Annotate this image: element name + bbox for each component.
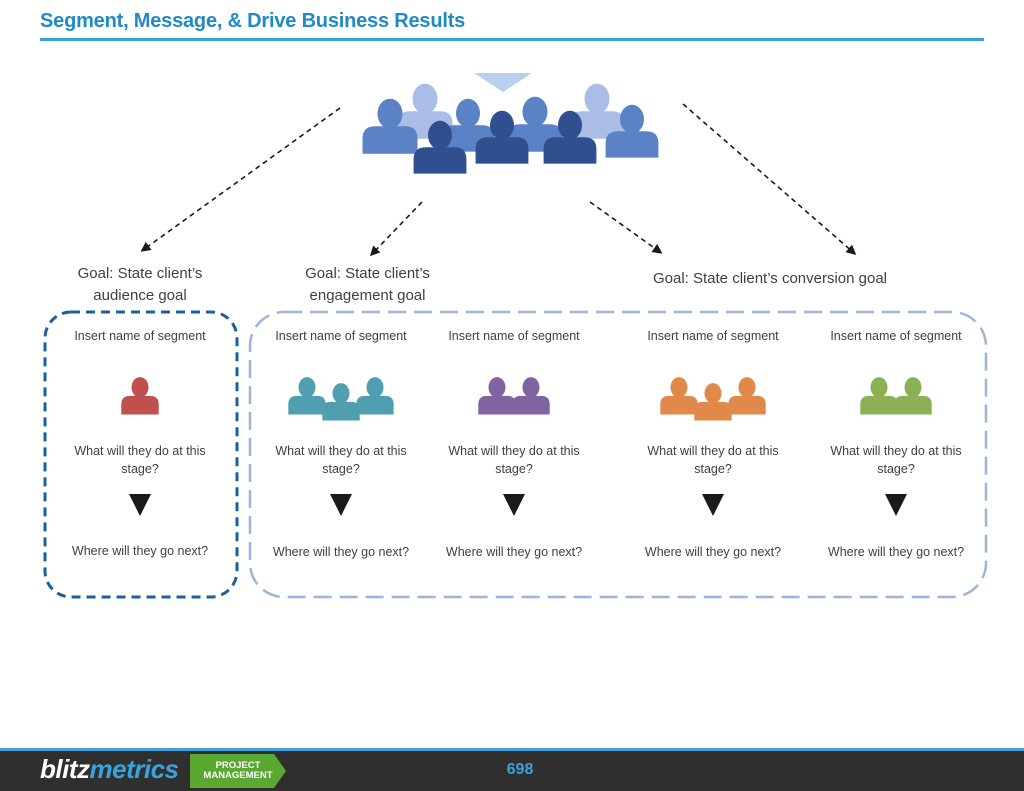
speech-bubble-icon (474, 73, 532, 92)
segment-question-3: What will they do at this stage? (448, 444, 580, 476)
segment-question-2: What will they do at this stage? (275, 444, 407, 476)
audience-crowd-icon (362, 73, 659, 174)
segment-4-down-triangle-icon (702, 494, 724, 516)
goal-audience: Goal: State client’s audience goal (77, 265, 203, 304)
segment-3-down-triangle-icon (503, 494, 525, 516)
segment-3-person-icon-2 (512, 377, 550, 415)
brand-text-part1: blitz (40, 754, 90, 784)
segment-5-down-triangle-icon (885, 494, 907, 516)
segment-4-person-icon-1 (660, 377, 698, 415)
segment-question-5: What will they do at this stage? (830, 444, 962, 476)
badge-label: PROJECT MANAGEMENT (200, 761, 276, 781)
segment-4-person-icon-3 (728, 377, 766, 415)
crowd-person-icon-8 (475, 110, 529, 164)
segment-2-person-icon-2 (322, 383, 360, 421)
segment-2-down-triangle-icon (330, 494, 352, 516)
crowd-person-icon-2 (569, 83, 625, 139)
segment-question-4: What will they do at this stage? (647, 444, 779, 476)
page-title: Segment, Message, & Drive Business Resul… (40, 10, 466, 32)
arrow-to-audience (140, 107, 341, 252)
segment-next-1: Where will they go next? (71, 544, 209, 558)
project-management-badge (190, 754, 286, 788)
segment-name-5: Insert name of segment (830, 329, 962, 343)
segment-1-person-icon-1 (121, 377, 159, 415)
segment-name-4: Insert name of segment (647, 329, 779, 343)
engagement-conversion-stage-box (248, 310, 988, 599)
crowd-person-icon-7 (413, 120, 467, 174)
footer-accent-line (0, 748, 1024, 751)
goal-engagement: Goal: State client’s engagement goal (305, 265, 430, 304)
segment-next-4: Where will they go next? (644, 545, 782, 559)
segment-next-2: Where will they go next? (272, 545, 410, 559)
goal-conversion: Goal: State client’s conversion goal (652, 270, 888, 287)
segment-next-3: Where will they go next? (445, 545, 583, 559)
segment-5-person-icon-1 (860, 377, 898, 415)
segment-name-1: Insert name of segment (74, 329, 206, 343)
crowd-person-icon-6 (605, 104, 659, 158)
segment-1-down-triangle-icon (129, 494, 151, 516)
arrow-to-engagement (369, 201, 423, 257)
segment-5-person-icon-2 (894, 377, 932, 415)
crowd-person-icon-3 (362, 98, 418, 154)
segment-2-person-icon-1 (288, 377, 326, 415)
badge-line1: PROJECT (215, 760, 261, 771)
crowd-person-icon-9 (543, 110, 597, 164)
segment-question-1: What will they do at this stage? (74, 444, 206, 476)
badge-line2: MANAGEMENT (203, 770, 273, 781)
arrow-to-conversion-right (682, 103, 857, 255)
audience-stage-box (43, 310, 239, 599)
footer-bar (0, 748, 1024, 791)
segment-next-5: Where will they go next? (827, 545, 965, 559)
page-number: 698 (506, 761, 534, 778)
segment-name-2: Insert name of segment (275, 329, 407, 343)
segment-4-person-icon-2 (694, 383, 732, 421)
segment-3-person-icon-1 (478, 377, 516, 415)
segment-2-person-icon-3 (356, 377, 394, 415)
brand-logo: blitzmetrics (40, 754, 179, 785)
arrow-to-conversion-left (589, 201, 663, 254)
brand-text-part2: metrics (89, 754, 180, 784)
segment-name-3: Insert name of segment (448, 329, 580, 343)
title-underline (40, 38, 984, 41)
